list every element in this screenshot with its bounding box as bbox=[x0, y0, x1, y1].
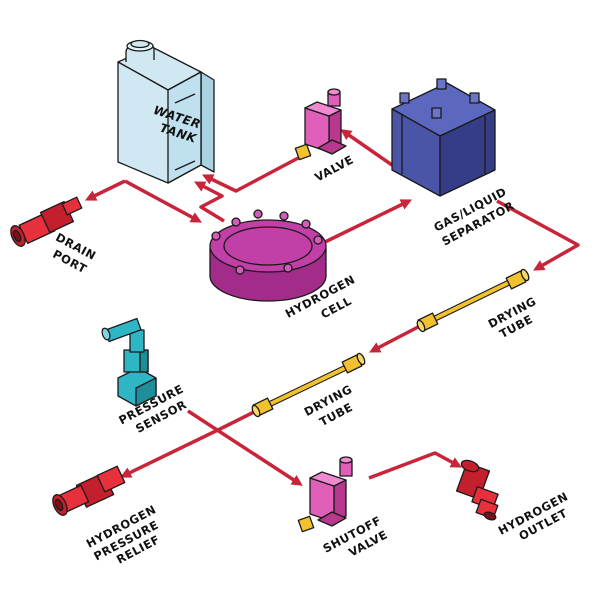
pipe-shutoff-to-outlet bbox=[368, 451, 462, 480]
valve: VALVE bbox=[294, 88, 356, 185]
gas-liquid-separator: GAS/LIQUID SEPARATOR bbox=[391, 78, 517, 248]
pipe-dryer2-to-junction bbox=[221, 408, 259, 430]
pipe-sensor-to-shutoff bbox=[187, 409, 303, 486]
hydrogen-pressure-relief: HYDROGEN PRESSURE RELIEF bbox=[52, 465, 162, 567]
pipe-cell-to-tank bbox=[194, 181, 225, 223]
pipe-separator-to-dryer bbox=[496, 199, 580, 271]
pipe-tank-to-drain bbox=[84, 179, 126, 201]
pressure-sensor: PRESSURE SENSOR bbox=[101, 317, 189, 436]
drying-tube-2: DRYING TUBE bbox=[251, 352, 366, 429]
pipes bbox=[84, 129, 580, 486]
pipe-separator-to-valve bbox=[340, 129, 393, 167]
hydrogen-outlet: HYDROGEN OUTLET bbox=[455, 459, 570, 543]
pipe-junction-to-relief bbox=[119, 426, 223, 478]
shutoff-valve: SHUTOFF VALVE bbox=[297, 456, 390, 560]
hydrogen-cell: HYDROGEN CELL bbox=[209, 209, 357, 321]
drain-port: DRAIN PORT bbox=[10, 196, 98, 276]
drying-tube-1: DRYING TUBE bbox=[416, 268, 539, 341]
water-tank: WATER TANK bbox=[117, 39, 215, 184]
pipe-dryer1-to-dryer2 bbox=[369, 324, 421, 353]
pipe-tank-to-cell bbox=[124, 179, 202, 223]
pipe-cell-to-separator bbox=[324, 199, 413, 244]
pipe-valve-to-tank bbox=[201, 154, 303, 193]
valve-label: VALVE bbox=[312, 152, 356, 184]
